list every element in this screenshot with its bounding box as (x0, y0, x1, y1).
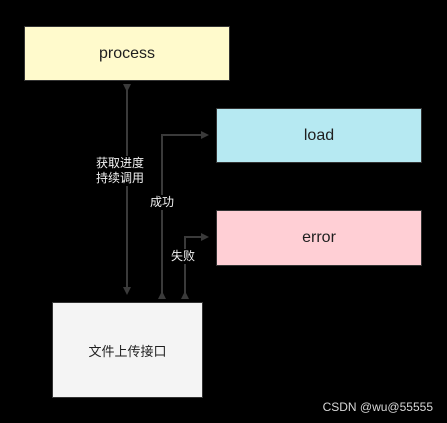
success-edge-label: 成功 (150, 195, 175, 210)
upload-interface-label: 文件上传接口 (88, 343, 167, 359)
watermark: CSDN @wu@55555 (322, 400, 433, 414)
progress-edge-label: 获取进度 持续调用 (96, 156, 145, 186)
load-label: load (303, 126, 335, 144)
process-node: process (24, 26, 230, 81)
progress-edge-label-line2: 持续调用 (96, 171, 145, 185)
fail-connector (181, 233, 209, 299)
error-label: error (302, 229, 336, 246)
load-node: load (216, 108, 422, 163)
success-connector (158, 131, 209, 299)
progress-edge-label-line1: 获取进度 (96, 156, 145, 170)
error-node: error (216, 210, 422, 266)
upload-interface-node: 文件上传接口 (52, 302, 203, 398)
process-label: process (98, 44, 156, 62)
fail-edge-label: 失败 (171, 249, 196, 264)
